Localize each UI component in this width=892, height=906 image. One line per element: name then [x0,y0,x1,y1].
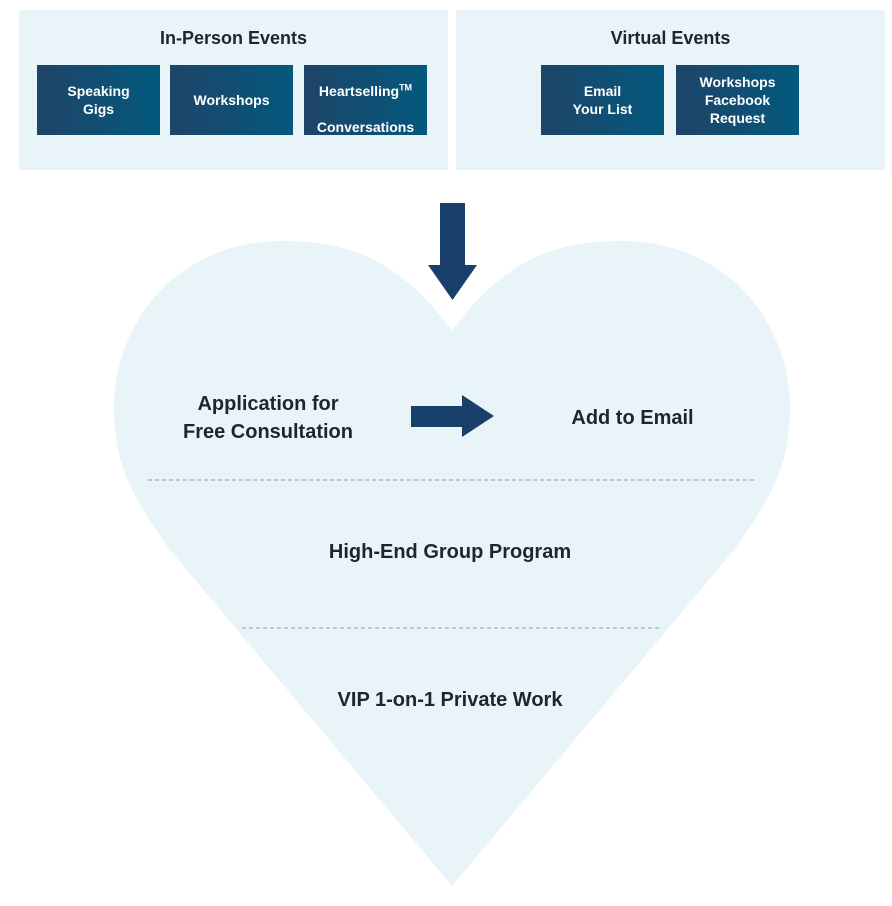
arrow-right-icon [411,395,494,437]
speaking-gigs-tile: Speaking Gigs [37,65,160,135]
email-your-list-tile: Email Your List [541,65,664,135]
application-consultation-label: Application for Free Consultation [182,393,353,443]
virtual-events-title: Virtual Events [610,28,731,48]
group-program-label: High-End Group Program [328,541,572,563]
in-person-events-panel: In-Person Events Speaking Gigs Workshops… [19,10,448,170]
in-person-events-title: In-Person Events [159,28,308,48]
trademark-mark: TM [399,82,413,93]
heartselling-label: Heartselling [318,83,400,99]
add-to-email-label: Add to Email [571,407,694,429]
vip-private-work-label: VIP 1-on-1 Private Work [337,689,563,711]
virtual-events-panel: Virtual Events Email Your List Workshops… [456,10,885,170]
heart-shape [113,240,791,886]
workshops-facebook-request-tile: Workshops Facebook Request [676,65,799,135]
heartselling-label-group: HeartsellingTM Conversations [317,64,414,136]
workshops-tile: Workshops [170,65,293,135]
conversations-label: Conversations [316,119,415,135]
heartselling-conversations-tile: HeartsellingTM Conversations [304,65,427,135]
arrow-down-icon [428,203,477,300]
